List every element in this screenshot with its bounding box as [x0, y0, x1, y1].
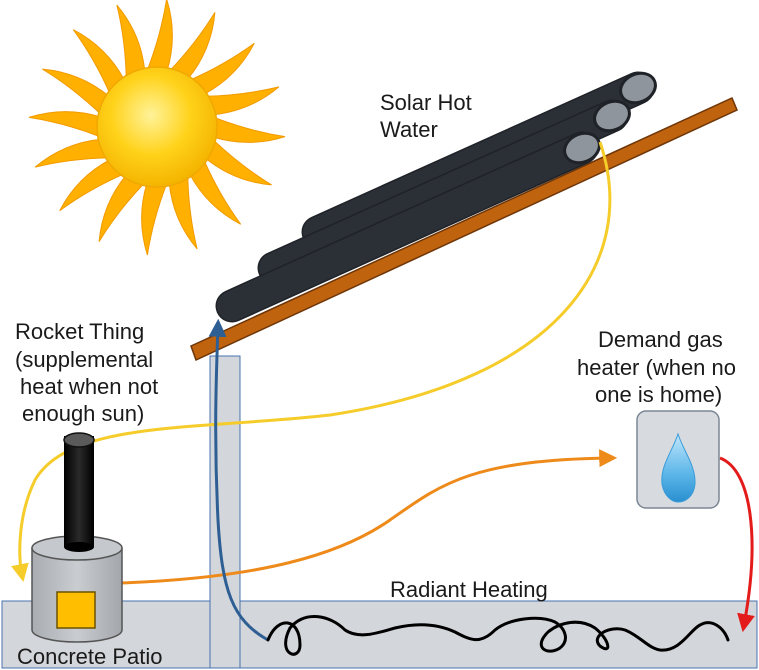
solar-hot-water-label-line1: Solar Hot — [380, 90, 472, 115]
gas-heater-label-line3: one is home) — [595, 382, 722, 407]
sun-ray — [188, 158, 242, 225]
sun-ray — [212, 116, 286, 143]
stove-chimney — [64, 436, 94, 542]
rocket-label-line2: (supplemental — [15, 347, 153, 372]
roof-beam — [190, 96, 738, 362]
rocket-label-line3: heat when not — [20, 374, 158, 399]
radiant-heating-coil — [266, 614, 730, 656]
sun-ray — [28, 111, 102, 138]
stove-fire-window — [56, 591, 96, 629]
gas-heater-label-line2: heater (when no — [577, 355, 736, 380]
solar-tube-front — [215, 131, 601, 323]
sun-icon — [28, 0, 286, 256]
heater-to-radiant-pipe — [719, 456, 755, 633]
gas-flame-icon — [661, 432, 696, 503]
sun-ray — [141, 182, 168, 256]
sun-ray — [98, 174, 146, 242]
rocket-stove — [31, 432, 123, 643]
sun-ray — [34, 138, 110, 168]
sun-ray — [72, 29, 126, 96]
sun-ray — [146, 0, 173, 72]
solar-to-stove-pipe — [11, 141, 612, 583]
sun-ray — [204, 86, 280, 116]
sun-ray — [188, 42, 255, 96]
rocket-label-line1: Rocket Thing — [15, 319, 144, 344]
solar-collector-tubes — [215, 71, 657, 323]
concrete-patio-label: Concrete Patio — [17, 644, 163, 669]
radiant-return-pipe — [208, 318, 269, 642]
radiant-heating-label: Radiant Heating — [390, 577, 548, 602]
sun-rays — [28, 0, 286, 256]
sun-core — [96, 66, 218, 188]
sun-ray — [168, 174, 198, 250]
sun-ray — [204, 138, 272, 186]
sun-ray — [116, 4, 146, 80]
demand-gas-heater — [636, 410, 720, 509]
rocket-label-line4: enough sun) — [22, 401, 144, 426]
solar-hot-water-label-line2: Water — [380, 117, 438, 142]
gas-heater-label-line1: Demand gas — [598, 327, 723, 352]
sun-ray — [168, 12, 216, 80]
sun-ray — [59, 158, 126, 212]
sun-ray — [42, 68, 110, 116]
stove-to-heater-pipe — [119, 449, 618, 585]
solar-tube-middle — [257, 99, 631, 285]
